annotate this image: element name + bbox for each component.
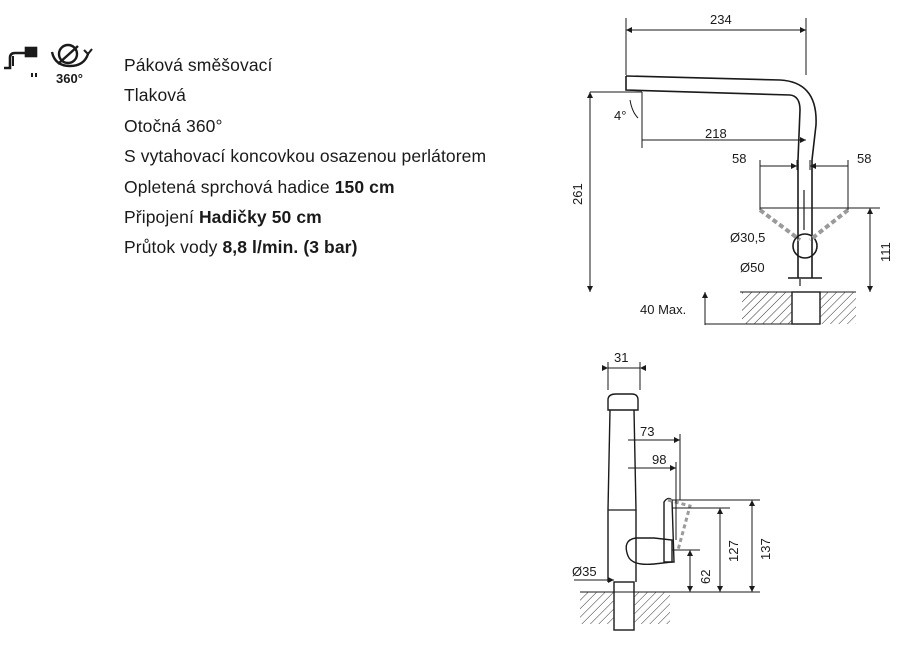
dim-width-31: 31 — [614, 350, 628, 365]
side-view-drawing: 31 73 98 62 127 137 Ø35 — [572, 350, 773, 631]
spec-item-connection: Připojení Hadičky 50 cm — [124, 207, 322, 228]
dim-dia-50: Ø50 — [740, 260, 765, 275]
dim-reach-218: 218 — [705, 126, 727, 141]
spec-item-hose: Opletená sprchová hadice 150 cm — [124, 176, 395, 197]
swivel-360-icon — [50, 43, 93, 68]
spec-item: Tlaková — [124, 85, 186, 106]
dim-height-261: 261 — [570, 183, 585, 205]
dim-depth-98: 98 — [652, 452, 666, 467]
dim-width-234: 234 — [710, 12, 732, 27]
dim-height-127: 127 — [726, 540, 741, 562]
dim-dia-35: Ø35 — [572, 564, 597, 579]
dim-height-111: 111 — [878, 242, 893, 262]
faucet-pullout-icon — [4, 46, 38, 77]
spec-item: S vytahovací koncovkou osazenou perlátor… — [124, 146, 487, 167]
front-view-drawing: 234 4° 218 58 58 261 Ø30,5 111 Ø50 40 Ma… — [570, 12, 893, 325]
dim-left-58: 58 — [732, 151, 746, 166]
dim-dia-30-5: Ø30,5 — [730, 230, 765, 245]
feature-icons: 360° — [4, 43, 93, 86]
spec-item: Otočná 360° — [124, 115, 223, 136]
dim-height-62: 62 — [698, 570, 713, 584]
swivel-360-label: 360° — [56, 71, 83, 86]
dim-height-137: 137 — [758, 538, 773, 560]
dim-depth-73: 73 — [640, 424, 654, 439]
dim-right-58: 58 — [857, 151, 871, 166]
dim-angle-4: 4° — [614, 108, 626, 123]
dim-max-40: 40 Max. — [640, 302, 686, 317]
spec-item-flow: Průtok vody 8,8 l/min. (3 bar) — [124, 237, 358, 258]
spec-item: Páková směšovací — [124, 55, 273, 75]
spec-list: Páková směšovací Tlaková Otočná 360° S v… — [124, 50, 486, 263]
